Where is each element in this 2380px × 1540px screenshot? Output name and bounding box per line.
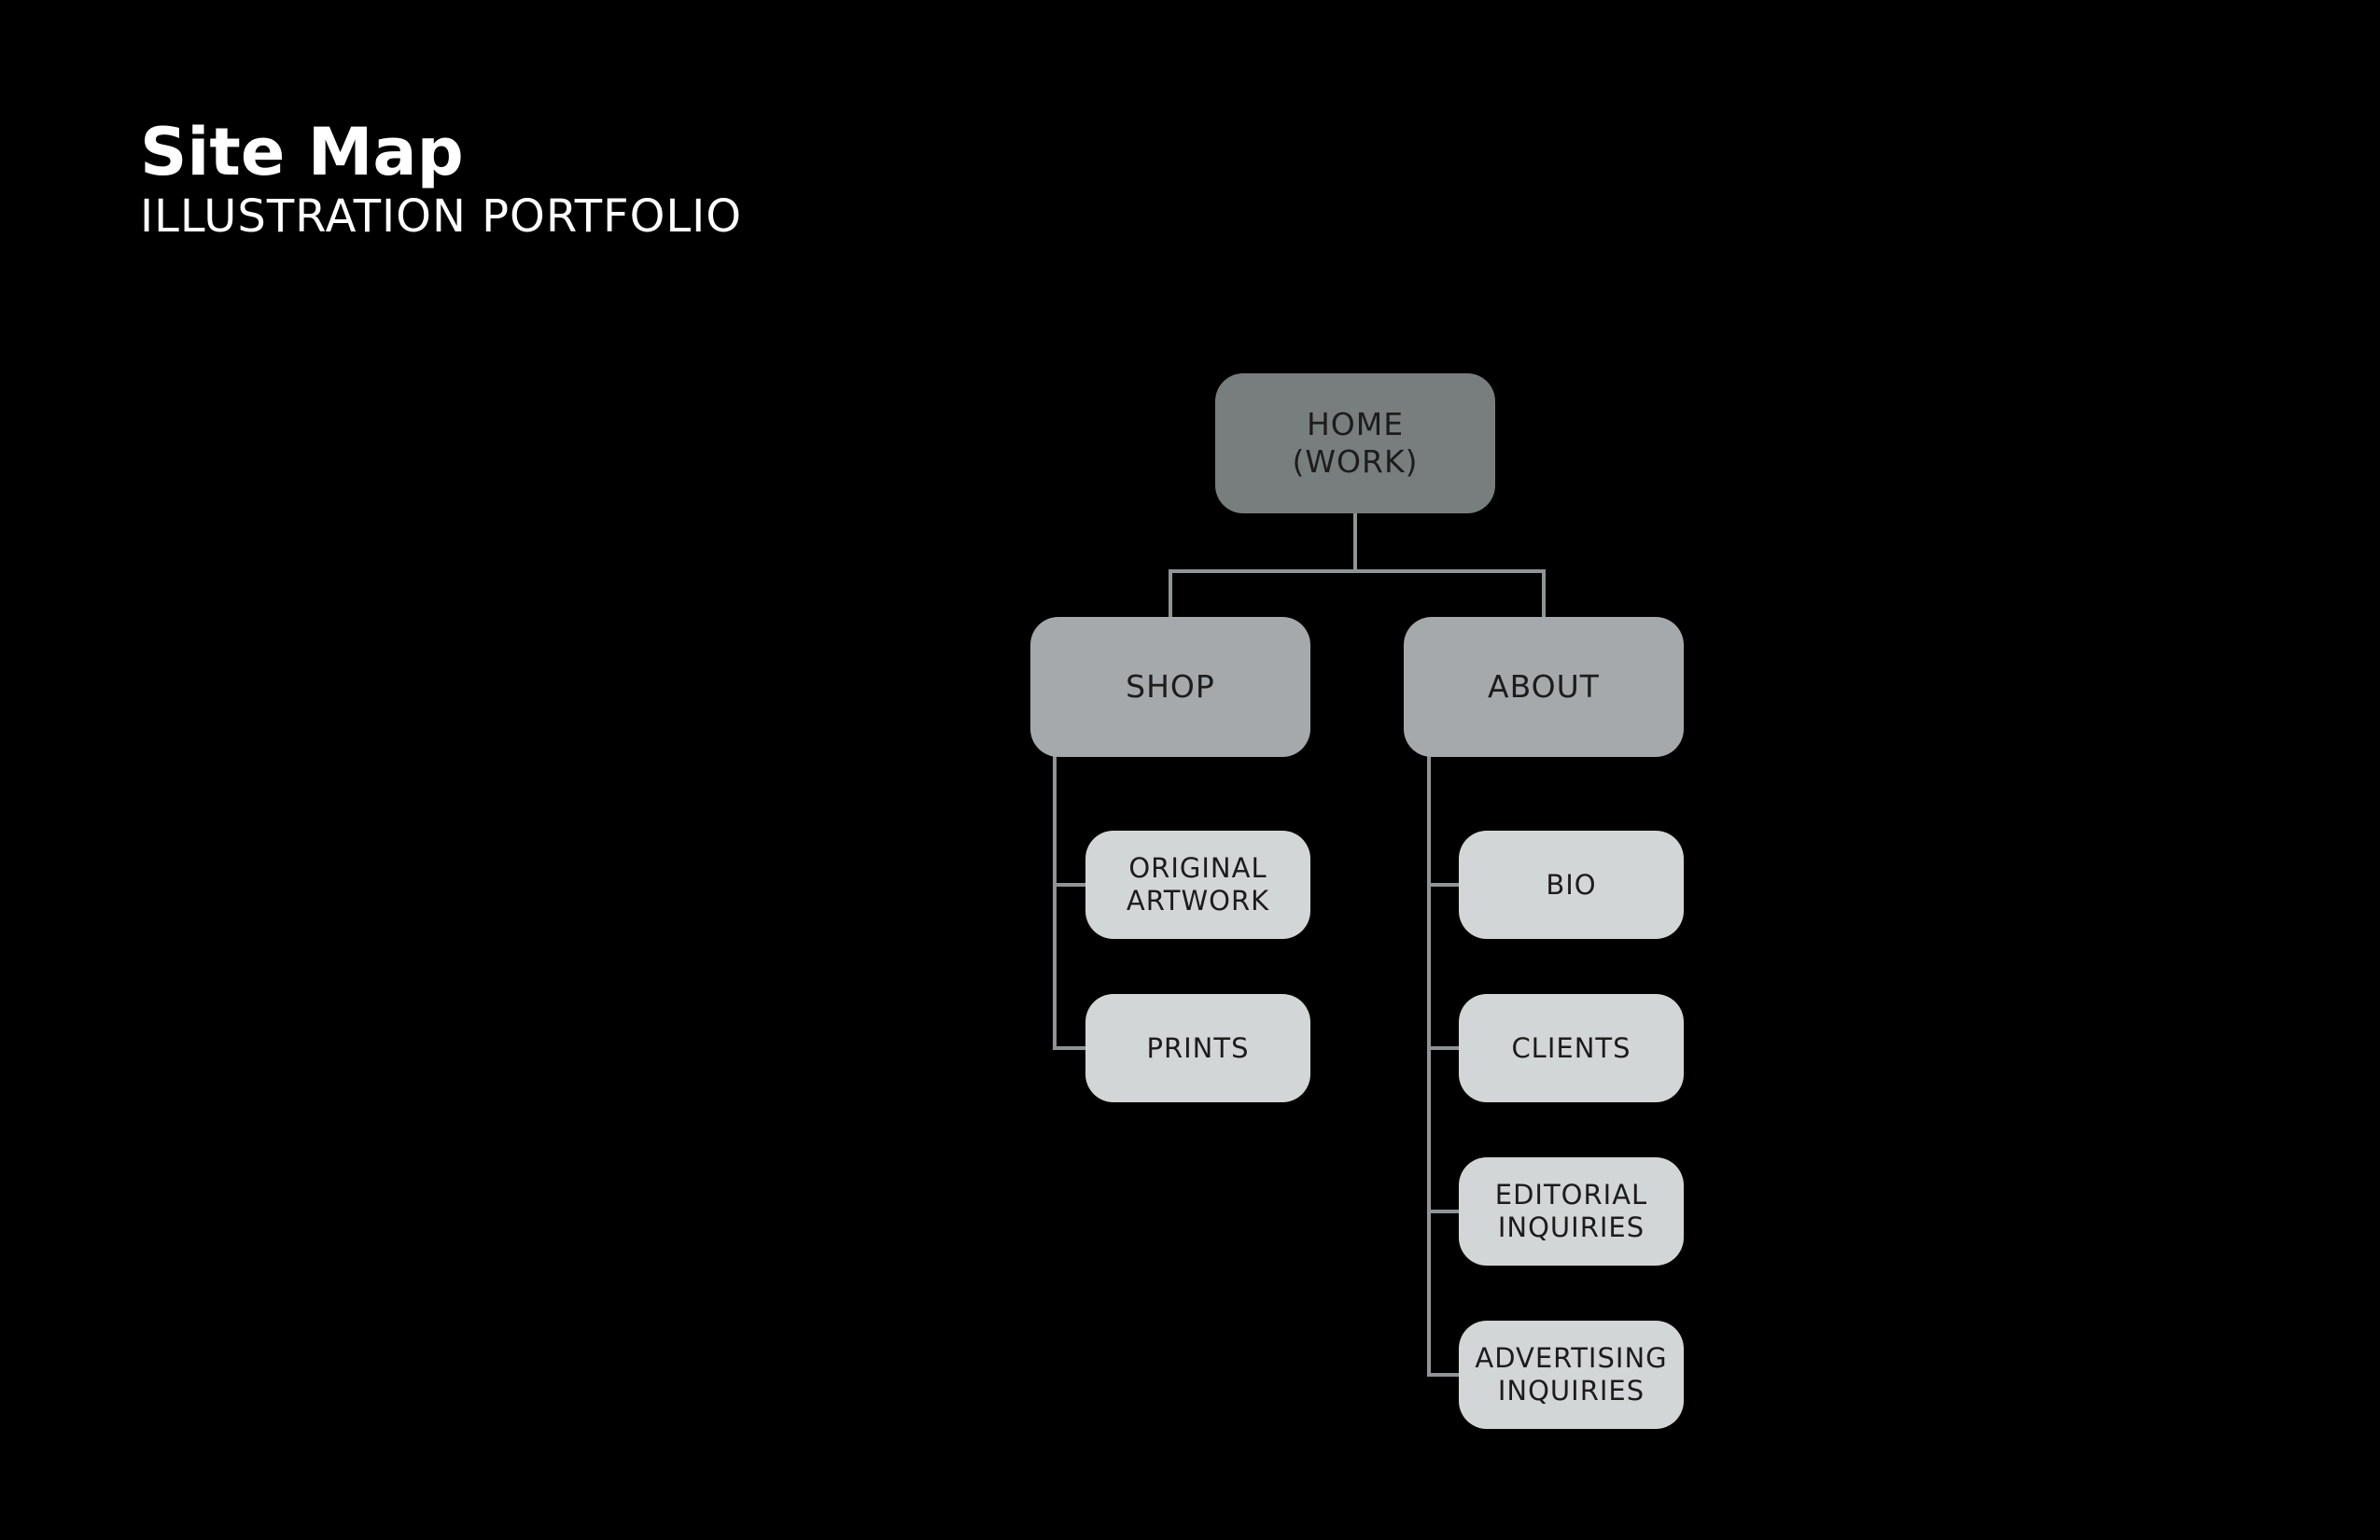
connector-about-to-pages (1427, 755, 1461, 1377)
sitemap-node-original-artwork[interactable]: ORIGINAL ARTWORK (1085, 831, 1310, 939)
sitemap-node-advertising-inquiries[interactable]: ADVERTISING INQUIRIES (1459, 1321, 1684, 1429)
sitemap-node-editorial-inquiries[interactable]: EDITORIAL INQUIRIES (1459, 1157, 1684, 1266)
page-title: Site Map (140, 114, 464, 190)
sitemap-node-shop[interactable]: SHOP (1030, 617, 1310, 757)
sitemap-node-bio[interactable]: BIO (1459, 831, 1684, 939)
sitemap-node-prints[interactable]: PRINTS (1085, 994, 1310, 1102)
page-header: Site Map ILLUSTRATION PORTFOLIO (140, 114, 742, 243)
page-subtitle: ILLUSTRATION PORTFOLIO (140, 190, 743, 243)
sitemap-node-home[interactable]: HOME (WORK) (1215, 373, 1495, 513)
sitemap-node-about[interactable]: ABOUT (1404, 617, 1684, 757)
connector-shop-to-pages (1053, 755, 1087, 1050)
connector-home-to-sections (1169, 511, 1546, 619)
sitemap-node-clients[interactable]: CLIENTS (1459, 994, 1684, 1102)
